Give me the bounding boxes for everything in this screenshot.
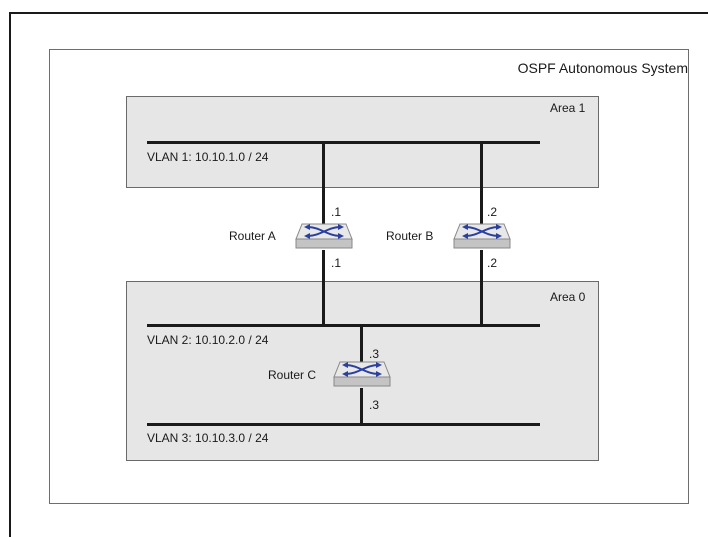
as-label: OSPF Autonomous System <box>517 60 688 76</box>
vlan-1-segment <box>147 141 540 144</box>
router-a-label: Router A <box>229 229 276 243</box>
area-1-label: Area 1 <box>550 101 586 115</box>
vlan-3-label: VLAN 3: 10.10.3.0 / 24 <box>147 431 269 445</box>
router-a-icon <box>295 223 353 249</box>
outer-frame-top-border <box>9 12 708 14</box>
router-a-upper-address: .1 <box>331 205 342 219</box>
router-c-upper-link <box>360 324 363 362</box>
router-b-upper-address: .2 <box>487 205 498 219</box>
vlan-3-segment <box>147 423 540 426</box>
router-b-lower-link <box>480 250 483 326</box>
router-a-lower-link <box>322 250 325 326</box>
router-b-icon <box>453 223 511 249</box>
router-c-label: Router C <box>268 368 317 382</box>
area-0-label: Area 0 <box>550 290 586 304</box>
router-c-upper-address: .3 <box>369 347 380 361</box>
router-c-lower-link <box>360 388 363 425</box>
router-b-upper-link <box>480 141 483 224</box>
vlan-2-segment <box>147 324 540 327</box>
router-b-label: Router B <box>386 229 434 243</box>
router-c-lower-address: .3 <box>369 398 380 412</box>
router-b-lower-address: .2 <box>487 256 498 270</box>
vlan-2-label: VLAN 2: 10.10.2.0 / 24 <box>147 333 269 347</box>
router-c-icon <box>333 361 391 387</box>
outer-frame-left-border <box>9 12 11 537</box>
router-a-upper-link <box>322 141 325 224</box>
vlan-1-label: VLAN 1: 10.10.1.0 / 24 <box>147 150 269 164</box>
router-a-lower-address: .1 <box>331 256 342 270</box>
